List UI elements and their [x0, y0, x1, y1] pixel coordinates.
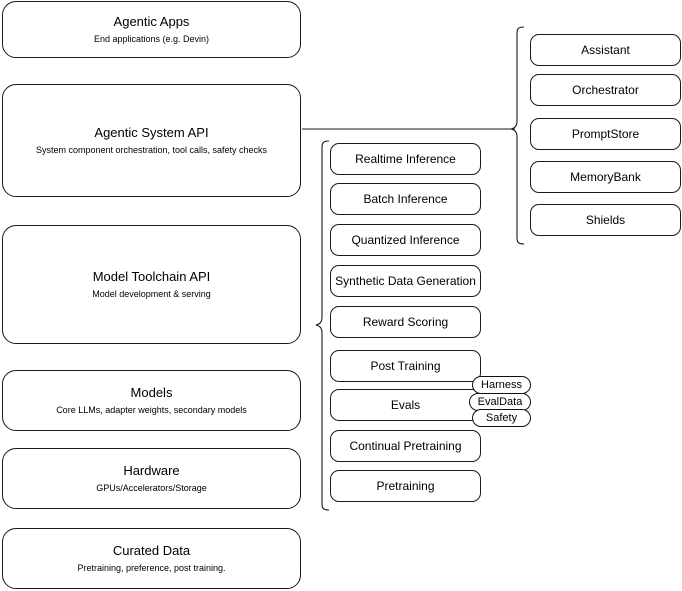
component-box-shields[interactable]: Shields	[530, 204, 681, 236]
layer-title: Curated Data	[112, 543, 191, 558]
capability-box-quantized-inference[interactable]: Quantized Inference	[330, 224, 481, 256]
component-box-orchestrator[interactable]: Orchestrator	[530, 74, 681, 106]
badge-label: Safety	[485, 411, 518, 424]
layer-box-agentic-system-api[interactable]: Agentic System API System component orch…	[2, 84, 301, 197]
capability-box-continual-pretraining[interactable]: Continual Pretraining	[330, 430, 481, 462]
capability-label: Pretraining	[376, 478, 435, 493]
system-components-brace	[510, 26, 525, 245]
layer-box-curated-data[interactable]: Curated Data Pretraining, preference, po…	[2, 528, 301, 589]
layer-subtitle: End applications (e.g. Devin)	[93, 34, 210, 44]
layer-title: Model Toolchain API	[92, 269, 211, 284]
capability-box-pretraining[interactable]: Pretraining	[330, 470, 481, 502]
capability-label: Evals	[390, 397, 421, 412]
capability-label: Quantized Inference	[351, 232, 460, 247]
component-label: Orchestrator	[572, 82, 639, 97]
capability-box-synthetic-data-generation[interactable]: Synthetic Data Generation	[330, 265, 481, 297]
capability-box-batch-inference[interactable]: Batch Inference	[330, 183, 481, 215]
capability-label: Batch Inference	[363, 191, 448, 206]
layer-title: Agentic System API	[94, 125, 209, 140]
layer-title: Models	[130, 385, 173, 400]
layer-title: Agentic Apps	[113, 14, 190, 29]
layer-subtitle: GPUs/Accelerators/Storage	[96, 483, 207, 493]
capability-box-realtime-inference[interactable]: Realtime Inference	[330, 143, 481, 175]
layer-box-models[interactable]: Models Core LLMs, adapter weights, secon…	[2, 370, 301, 431]
evals-badge-harness[interactable]: Harness	[472, 376, 531, 394]
component-label: PromptStore	[571, 126, 640, 141]
component-label: Assistant	[581, 42, 630, 57]
capability-label: Continual Pretraining	[349, 438, 462, 453]
toolchain-capabilities-brace	[315, 140, 330, 511]
badge-label: EvalData	[477, 395, 523, 408]
capability-label: Reward Scoring	[362, 314, 449, 329]
layer-subtitle: System component orchestration, tool cal…	[35, 145, 268, 155]
component-box-memorybank[interactable]: MemoryBank	[530, 161, 681, 193]
layer-box-agentic-apps[interactable]: Agentic Apps End applications (e.g. Devi…	[2, 1, 301, 58]
layer-box-hardware[interactable]: Hardware GPUs/Accelerators/Storage	[2, 448, 301, 509]
component-box-promptstore[interactable]: PromptStore	[530, 118, 681, 150]
capability-box-reward-scoring[interactable]: Reward Scoring	[330, 306, 481, 338]
evals-badge-safety[interactable]: Safety	[472, 409, 531, 427]
layer-subtitle: Core LLMs, adapter weights, secondary mo…	[56, 405, 247, 415]
capability-label: Realtime Inference	[355, 151, 456, 166]
badge-label: Harness	[481, 378, 522, 391]
capability-label: Synthetic Data Generation	[335, 273, 476, 288]
capability-box-post-training[interactable]: Post Training	[330, 350, 481, 382]
capability-label: Post Training	[370, 358, 441, 373]
capability-box-evals[interactable]: Evals	[330, 389, 481, 421]
component-label: MemoryBank	[570, 169, 641, 184]
component-label: Shields	[585, 212, 626, 227]
layer-subtitle: Model development & serving	[92, 289, 211, 299]
layer-subtitle: Pretraining, preference, post training.	[77, 563, 226, 573]
component-box-assistant[interactable]: Assistant	[530, 34, 681, 66]
layer-box-model-toolchain-api[interactable]: Model Toolchain API Model development & …	[2, 225, 301, 344]
layer-title: Hardware	[123, 463, 180, 478]
